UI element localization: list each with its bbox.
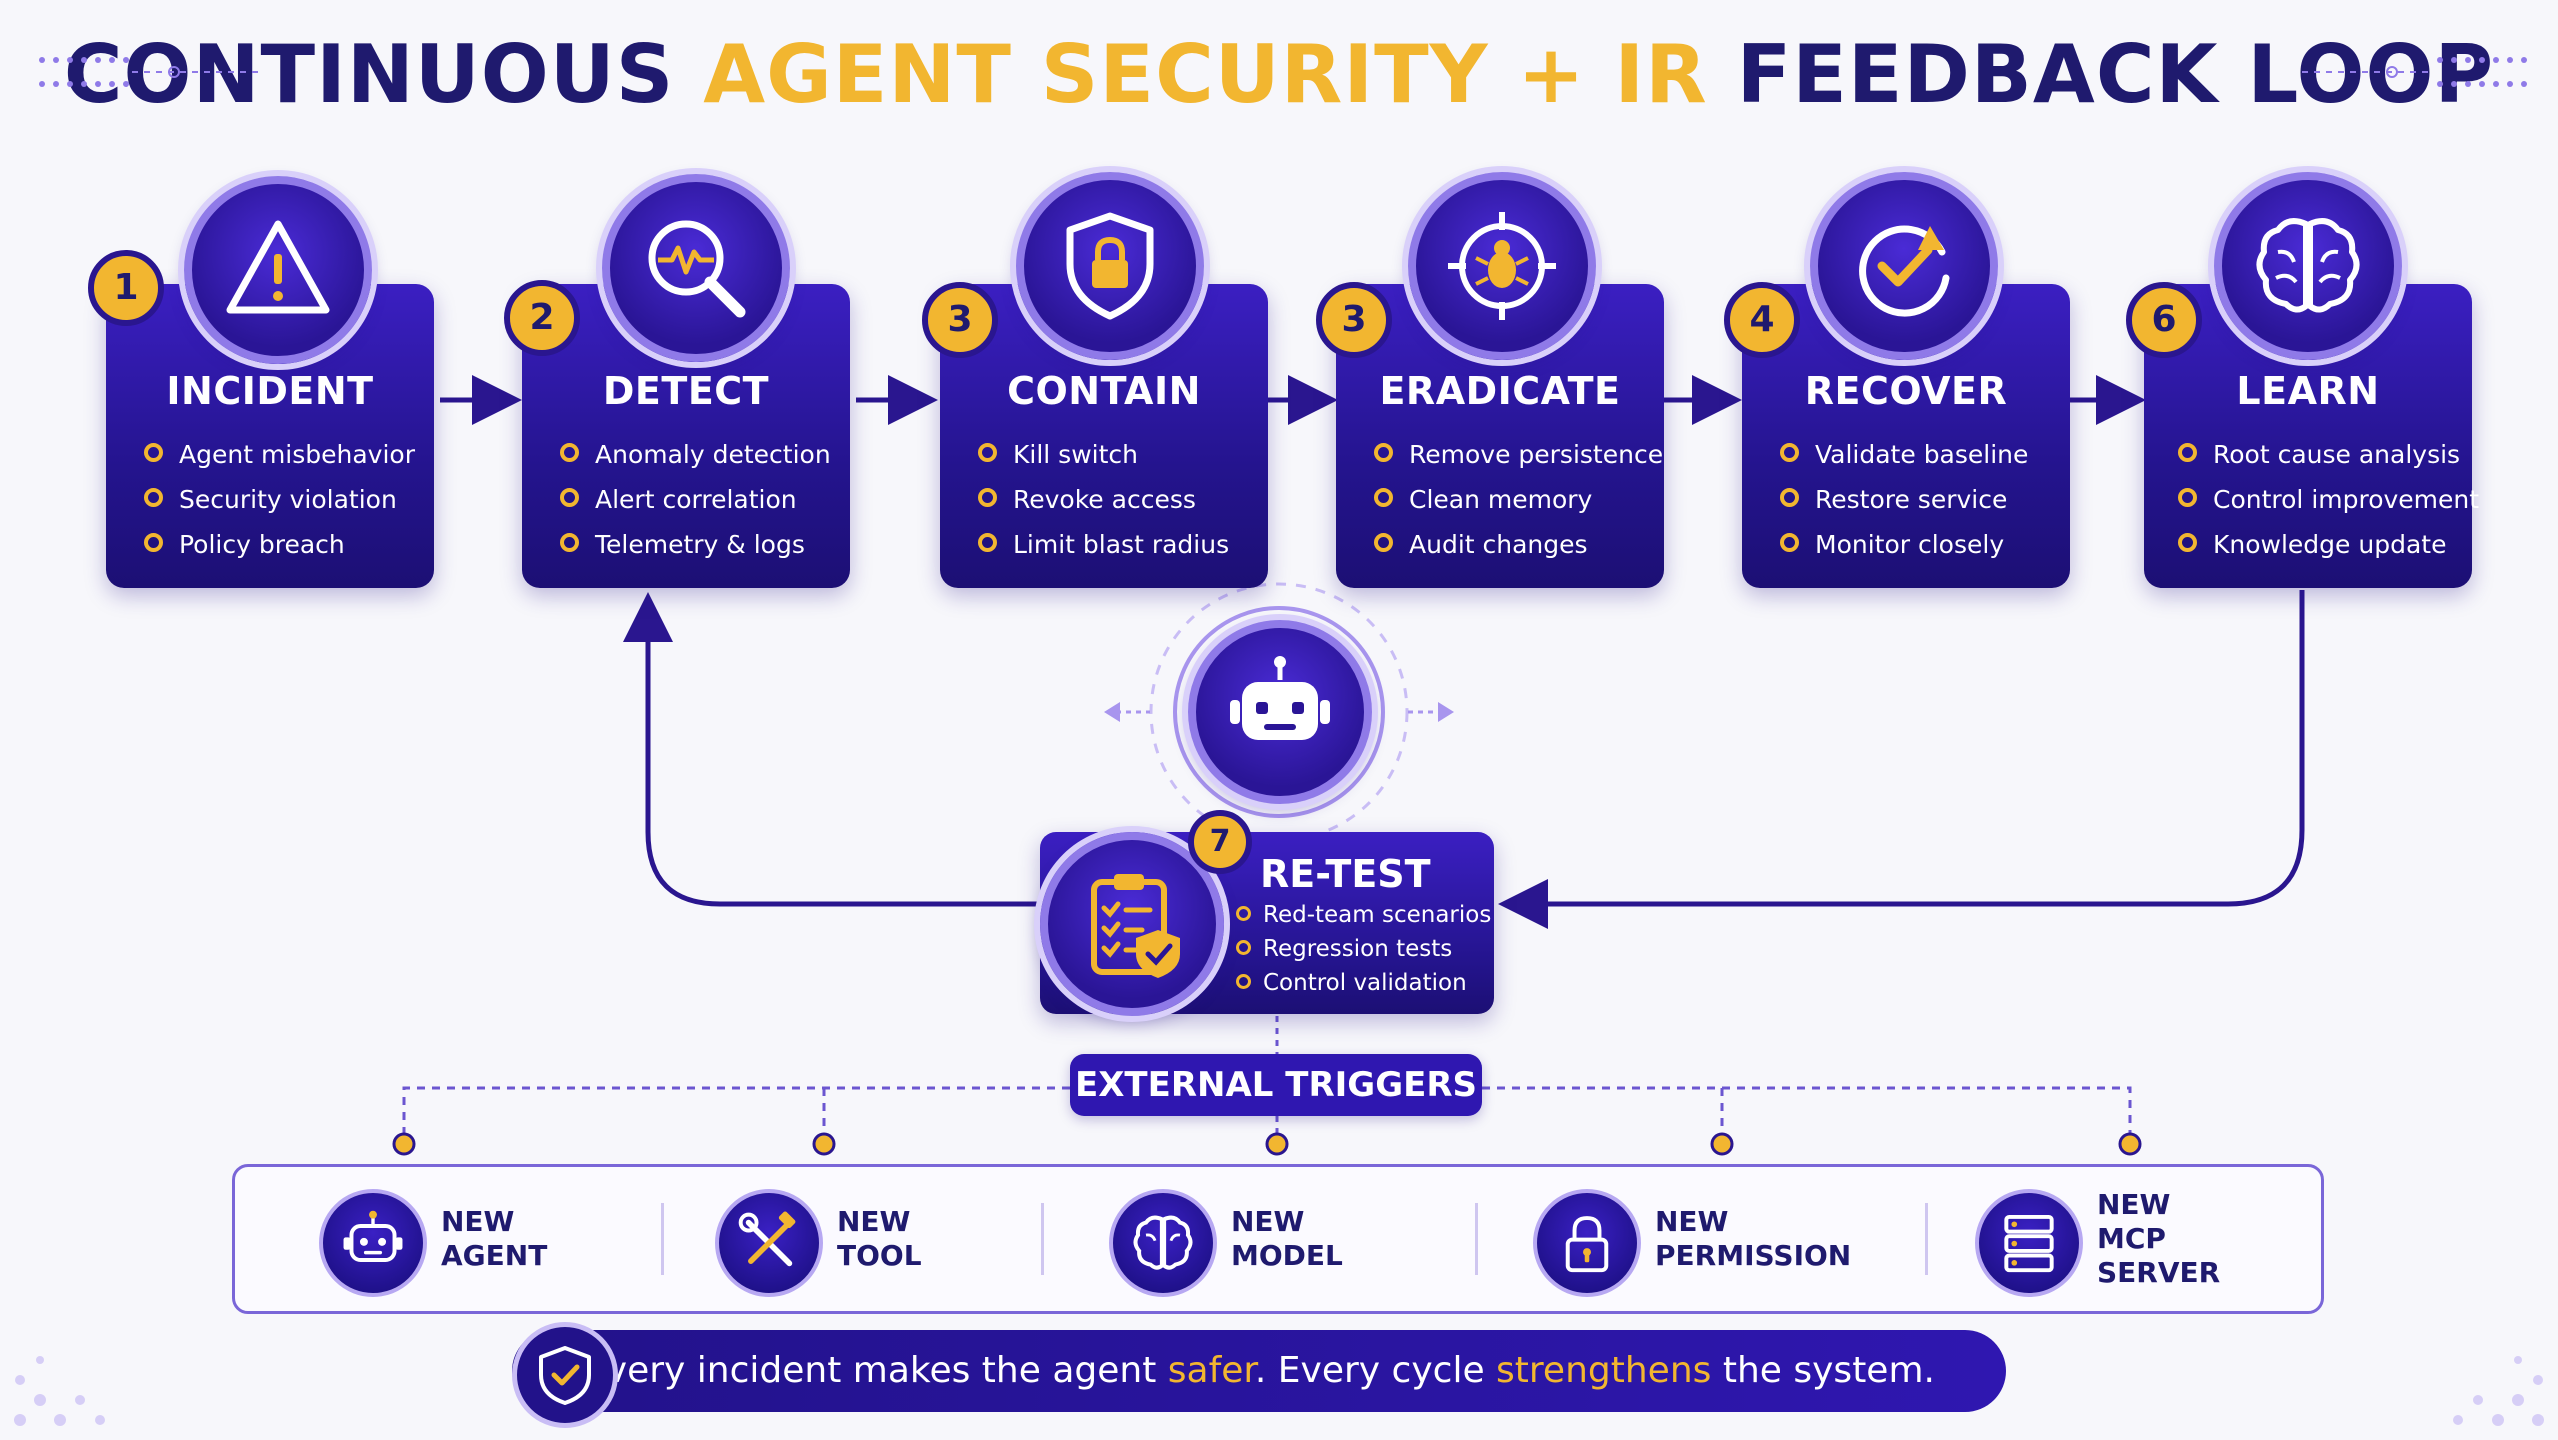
clipboard-check-icon [1091,874,1180,978]
stage-title: LEARN [2236,369,2380,413]
external-triggers-box: NEW AGENT NEW TOOL NEW MODEL NEW PERMISS… [232,1164,2324,1314]
brain-icon [2256,218,2360,313]
list-item: Regression tests [1236,932,1491,966]
page-title: CONTINUOUS AGENT SECURITY + IR FEEDBACK … [63,28,2495,121]
stage-items: Remove persistence Clean memory Audit ch… [1374,432,1663,567]
stage-card-learn: LEARN Root cause analysis Control improv… [2144,284,2479,588]
center-robot [1188,620,1372,804]
magnifier-pulse-icon [648,220,746,318]
tools-icon [715,1189,823,1297]
stage-number-badge: 3 [922,282,998,358]
trigger-divider [1925,1203,1928,1275]
list-item: Monitor closely [1780,522,2028,567]
footer-banner: Every incident makes the agent safer. Ev… [512,1330,2006,1412]
stage-number-badge: 2 [504,280,580,356]
list-item: Telemetry & logs [560,522,831,567]
list-item: Agent misbehavior [144,432,415,477]
stage-items: Validate baseline Restore service Monito… [1780,432,2028,567]
stage-title: DETECT [602,369,770,413]
retest-card: RE-TEST Red-team scenarios Regression te… [1040,832,1494,1014]
decorative-dots-right [2302,57,2527,87]
server-icon [1975,1189,2083,1297]
list-item: Knowledge update [2178,522,2479,567]
list-item: Audit changes [1374,522,1663,567]
trigger-divider [1041,1203,1044,1275]
list-item: Policy breach [144,522,415,567]
retest-title: RE-TEST [1260,852,1431,896]
list-item: Control improvement [2178,477,2479,522]
list-item: Revoke access [978,477,1229,522]
list-item: Restore service [1780,477,2028,522]
retest-icon [1040,832,1224,1016]
stage-icon-eradicate [1408,172,1596,360]
trigger-divider [661,1203,664,1275]
stage-items: Anomaly detection Alert correlation Tele… [560,432,831,567]
shield-check-icon [539,1346,591,1405]
robot-icon [319,1189,427,1297]
stage-title: CONTAIN [1007,369,1201,413]
robot-icon [1230,656,1330,740]
trigger-divider [1475,1203,1478,1275]
retest-number-badge: 7 [1188,810,1252,874]
stage-icon-recover [1810,172,1998,360]
brain-icon [1109,1189,1217,1297]
decorative-dots-left [39,57,264,87]
padlock-icon [1533,1189,1641,1297]
list-item: Kill switch [978,432,1229,477]
list-item: Control validation [1236,966,1491,1000]
stage-title: RECOVER [1804,369,2008,413]
arrow-learn-retest [1498,590,2305,929]
stage-items: Root cause analysis Control improvement … [2178,432,2479,567]
list-item: Root cause analysis [2178,432,2479,477]
list-item: Security violation [144,477,415,522]
stage-number-badge: 1 [88,250,164,326]
arrow-retest-detect [623,592,1044,907]
list-item: Remove persistence [1374,432,1663,477]
shield-lock-icon [1066,212,1154,320]
list-item: Clean memory [1374,477,1663,522]
stage-icon-incident [184,176,372,364]
stage-number-badge: 3 [1316,282,1392,358]
stage-number-badge: 6 [2126,282,2202,358]
list-item: Red-team scenarios [1236,898,1491,932]
check-cycle-icon [1859,225,1950,317]
stage-icon-learn [2214,172,2402,360]
list-item: Validate baseline [1780,432,2028,477]
stage-number-badge: 4 [1724,282,1800,358]
stage-icon-contain [1016,172,1204,360]
list-item: Anomaly detection [560,432,831,477]
retest-items: Red-team scenarios Regression tests Cont… [1236,898,1491,1000]
stage-items: Kill switch Revoke access Limit blast ra… [978,432,1229,567]
external-triggers-label: EXTERNAL TRIGGERS [1070,1054,1482,1116]
warning-icon [226,220,330,314]
stage-items: Agent misbehavior Security violation Pol… [144,432,415,567]
list-item: Alert correlation [560,477,831,522]
footer-shield [512,1322,618,1428]
bug-target-icon [1448,212,1556,320]
stage-icon-detect [602,174,790,362]
list-item: Limit blast radius [978,522,1229,567]
stage-title: INCIDENT [166,369,374,413]
stage-title: ERADICATE [1379,369,1621,413]
